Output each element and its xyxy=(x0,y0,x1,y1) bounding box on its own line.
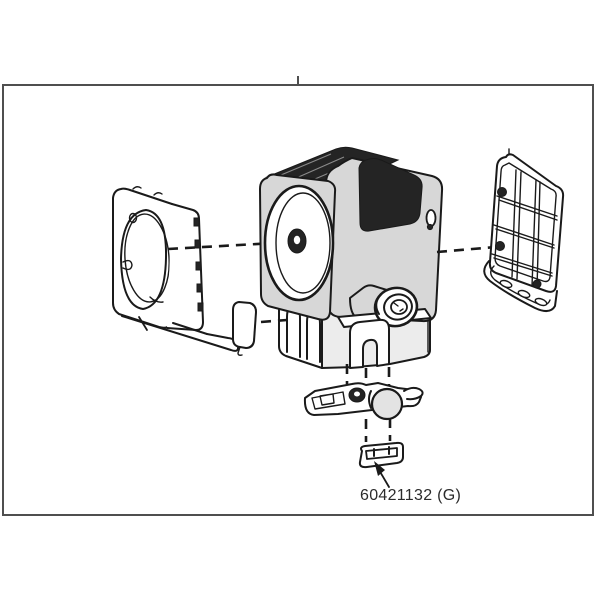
bracket-clip-knob-low xyxy=(532,279,542,289)
leader-arrowhead xyxy=(374,461,385,476)
part-number-label: 60421132 (G) xyxy=(360,487,462,504)
clip-tabs xyxy=(373,446,390,457)
front-bezel-part xyxy=(112,186,240,352)
bezel-top-tabs xyxy=(132,186,163,196)
lever-right-tab xyxy=(403,386,424,401)
assembly-axis-cap xyxy=(260,318,288,324)
lever-ball-collar xyxy=(368,390,372,409)
assembly-axis-right xyxy=(436,245,497,254)
retaining-clip-part xyxy=(358,441,404,469)
bracket-foot-slot-2 xyxy=(517,289,531,299)
cap-inner-edge xyxy=(245,302,257,349)
rear-bracket-part xyxy=(483,148,565,312)
cap-bottom-hook xyxy=(237,346,243,356)
cap-body xyxy=(232,301,257,349)
assembly-axis-down-upper xyxy=(345,364,391,386)
assembly-axis-down-lower xyxy=(364,418,392,442)
clip-slot xyxy=(365,447,398,460)
valve-mid-ring xyxy=(383,293,413,321)
fan-disc-part xyxy=(263,184,335,302)
bezel-screw-hole xyxy=(128,212,138,224)
bracket-clip-knob-mid xyxy=(495,241,505,251)
bracket-vertical-ribs xyxy=(511,169,541,289)
valve-inner-detail xyxy=(393,302,404,312)
top-center-registration-tick xyxy=(297,76,299,86)
main-housing-part xyxy=(259,146,444,328)
lever-slots xyxy=(311,391,346,410)
bracket-horizontal-ribs xyxy=(491,195,558,277)
lever-ball-knob xyxy=(370,387,404,421)
housing-dark-u-panel xyxy=(358,158,423,232)
lever-ring-hole xyxy=(354,391,360,397)
bezel-oval-rim xyxy=(124,213,170,303)
bracket-clip-knob-top xyxy=(497,187,507,197)
bracket-foot-outer xyxy=(483,260,558,312)
disc-rim xyxy=(275,192,331,294)
housing-top-hatch xyxy=(280,153,372,187)
bracket-outer xyxy=(488,153,565,293)
bezel-inner-shade-line xyxy=(149,296,164,303)
bracket-foot-slot-3 xyxy=(534,297,548,307)
disc-hub-hole xyxy=(293,235,301,245)
housing-side-button-dot xyxy=(426,223,434,231)
bezel-inner-tab xyxy=(122,259,133,271)
valve-dark-crescent xyxy=(375,293,382,315)
side-cap-part xyxy=(232,301,257,356)
bezel-cross-tick xyxy=(138,316,148,331)
valve-inner-ring xyxy=(390,299,408,315)
label-leader xyxy=(374,461,390,488)
bracket-foot-slot-1 xyxy=(499,279,513,289)
housing-side-button xyxy=(425,209,437,227)
control-lever-part xyxy=(303,382,424,421)
base-front-portal xyxy=(349,318,390,369)
bracket-inner-frame xyxy=(494,162,557,283)
bezel-wall-notches xyxy=(193,217,204,312)
bezel-foot-inner xyxy=(172,322,208,335)
